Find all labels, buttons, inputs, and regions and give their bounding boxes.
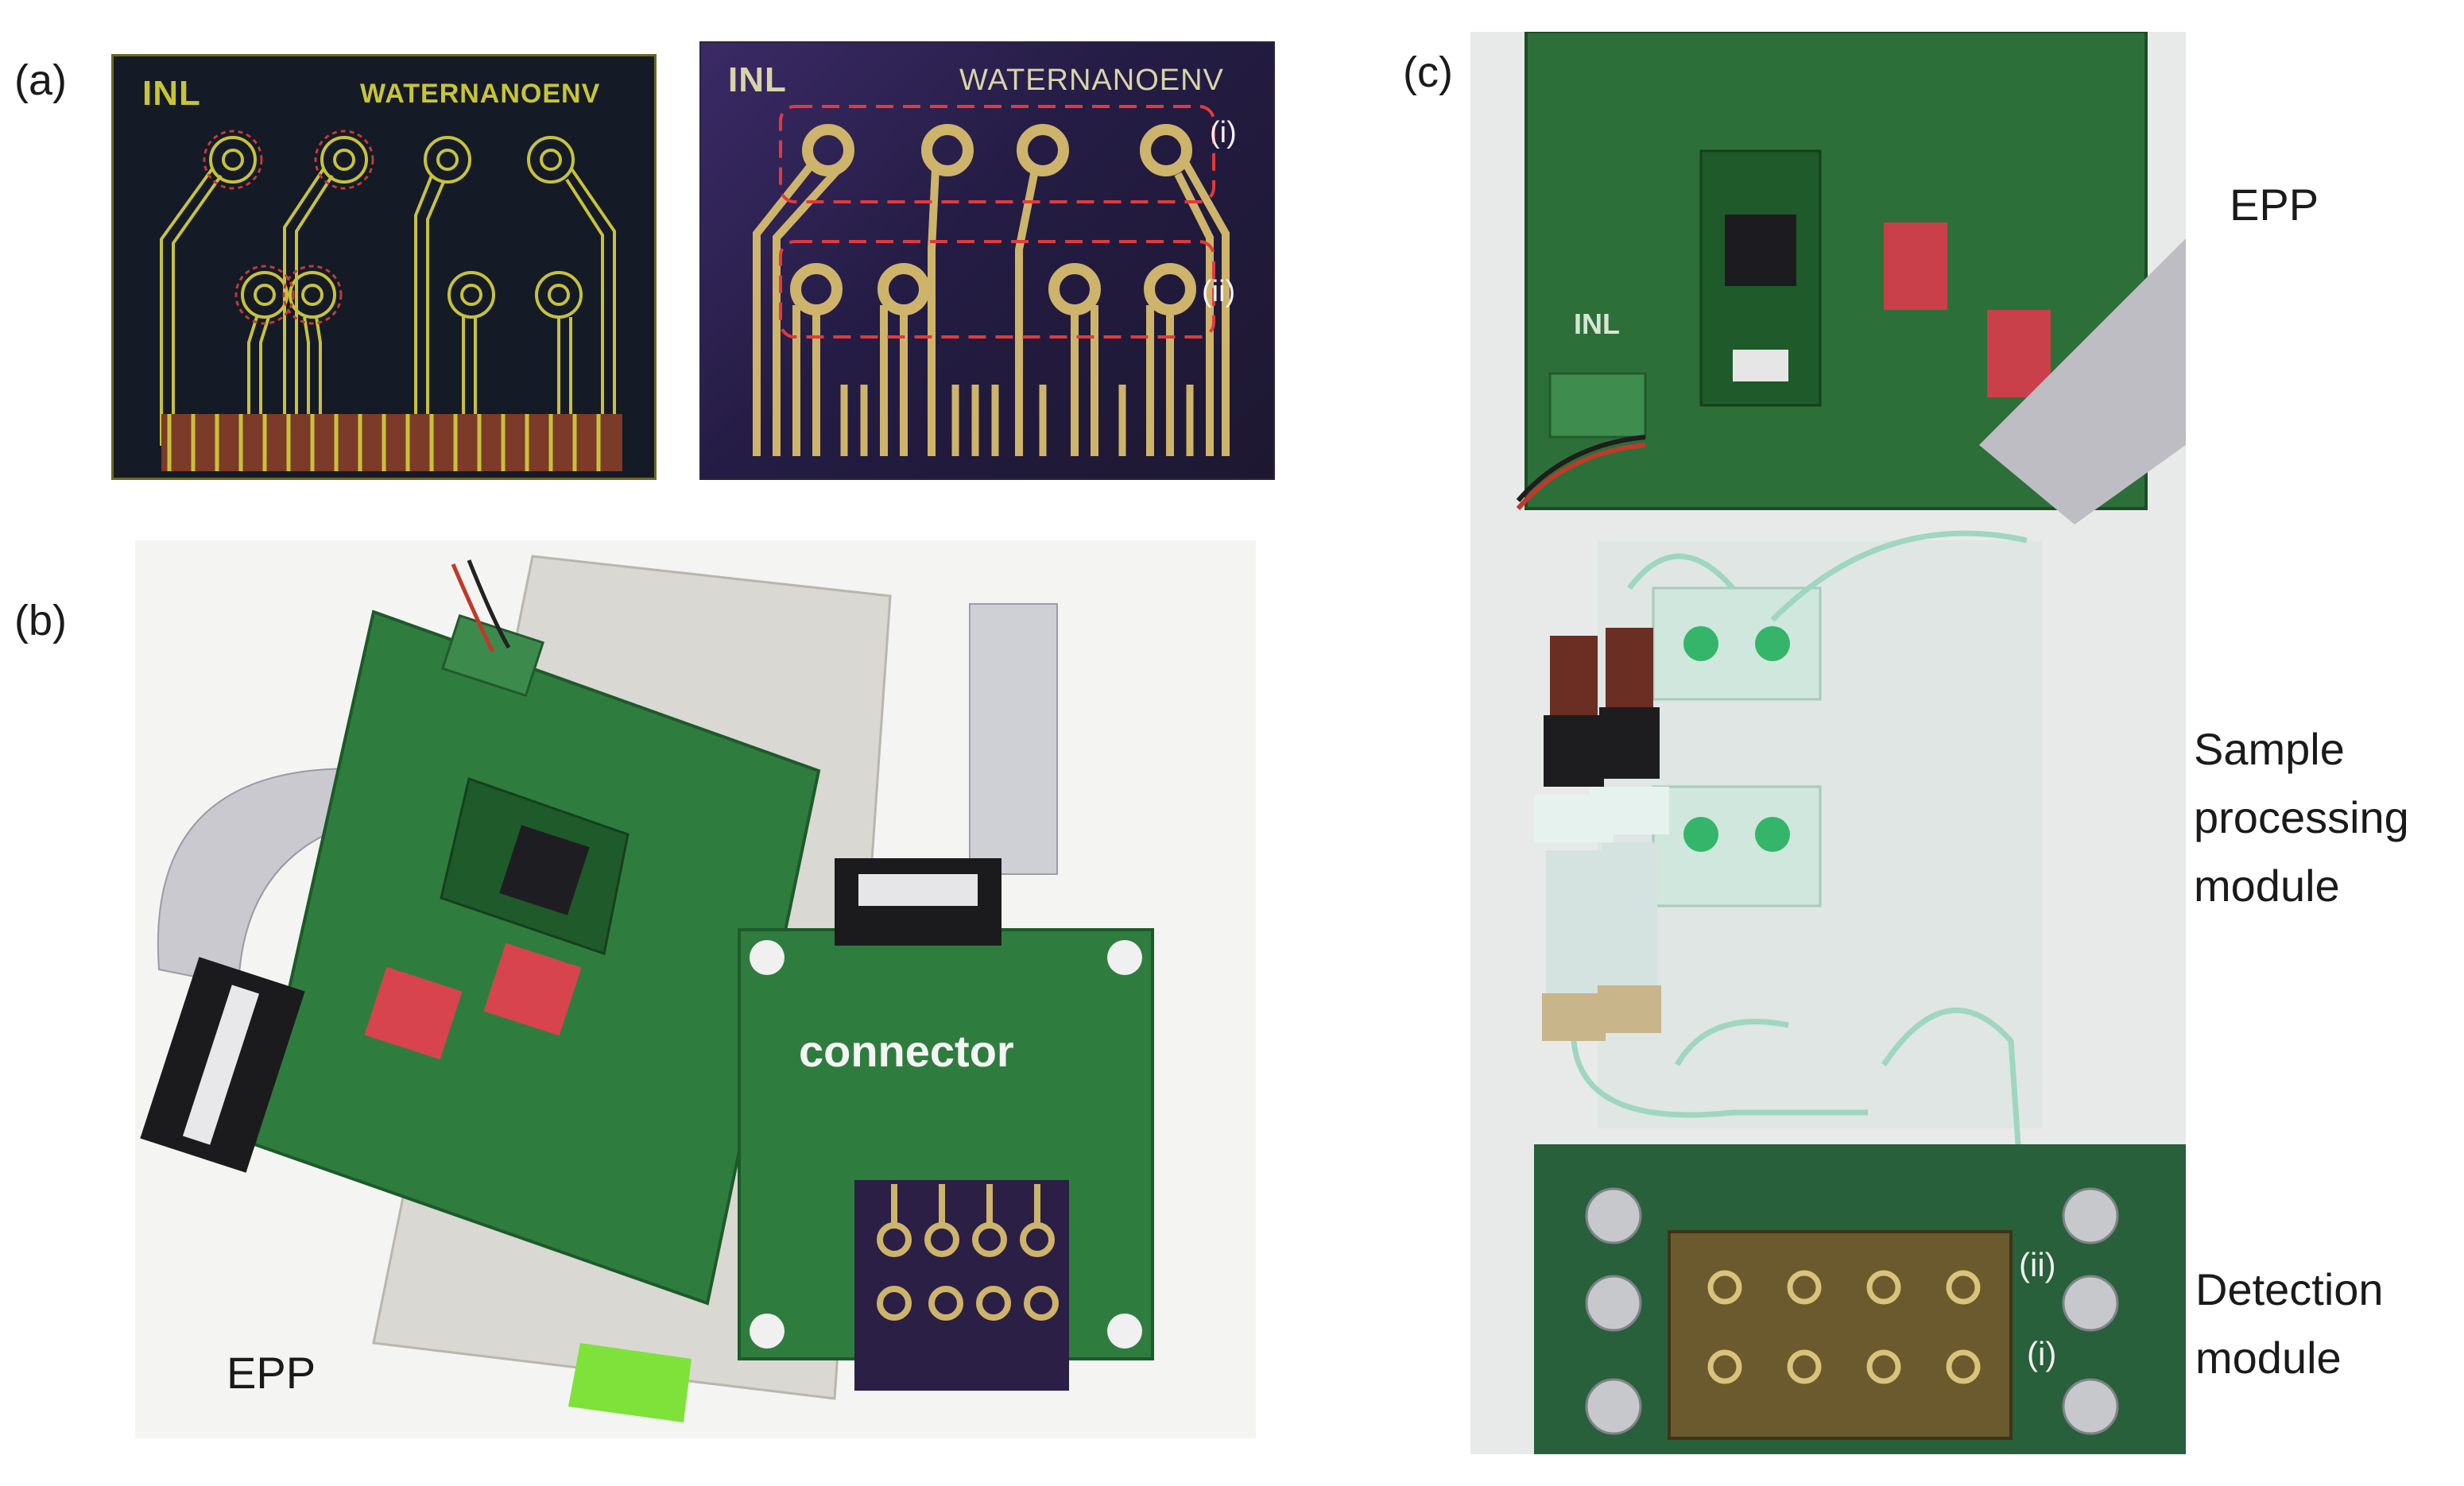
chip-electrode-traces <box>753 105 1230 456</box>
electrode-traces-design <box>160 130 622 471</box>
epp-label-panel-b: EPP <box>227 1348 316 1398</box>
chip-label-ii: (ii) <box>2019 1246 2056 1283</box>
panel-label-a: (a) <box>14 56 67 104</box>
detection-label-line-1: Detection <box>2195 1264 2384 1314</box>
detection-module-label: Detection module <box>2195 1256 2384 1392</box>
inl-logo: INL <box>728 60 787 99</box>
epp-board-illustration <box>140 555 1154 1422</box>
sample-label-line-1: Sample <box>2194 724 2345 774</box>
panel-label-c: (c) <box>1403 48 1453 96</box>
sample-label-line-2: processing <box>2194 792 2409 842</box>
connector-label: connector <box>799 1026 1014 1076</box>
project-name: WATERNANOENV <box>959 64 1224 97</box>
project-name: WATERNANOENV <box>360 79 601 109</box>
panel-label-b: (b) <box>14 597 67 644</box>
region-label-ii: (ii) <box>1202 275 1236 308</box>
chip-label-i: (i) <box>2027 1335 2057 1372</box>
inl-logo: INL <box>142 74 201 113</box>
fabricated-chip-photo: INL WATERNANOENV (i) ( <box>699 41 1275 480</box>
region-label-i: (i) <box>1210 116 1237 149</box>
sample-processing-module-label: Sample processing module <box>2194 715 2409 920</box>
mask-design-image: INL WATERNANOENV <box>111 54 657 480</box>
sample-label-line-3: module <box>2194 861 2340 911</box>
device-illustration: INL <box>1516 32 2186 1454</box>
epp-board-photo: connector <box>135 540 1256 1438</box>
detection-label-line-2: module <box>2195 1333 2342 1383</box>
epp-label-panel-c: EPP <box>2230 180 2319 230</box>
panel-b-overlay: connector <box>135 540 1256 1438</box>
assembled-device-photo: INL <box>1470 32 2186 1454</box>
svg-text:INL: INL <box>1574 308 1620 340</box>
